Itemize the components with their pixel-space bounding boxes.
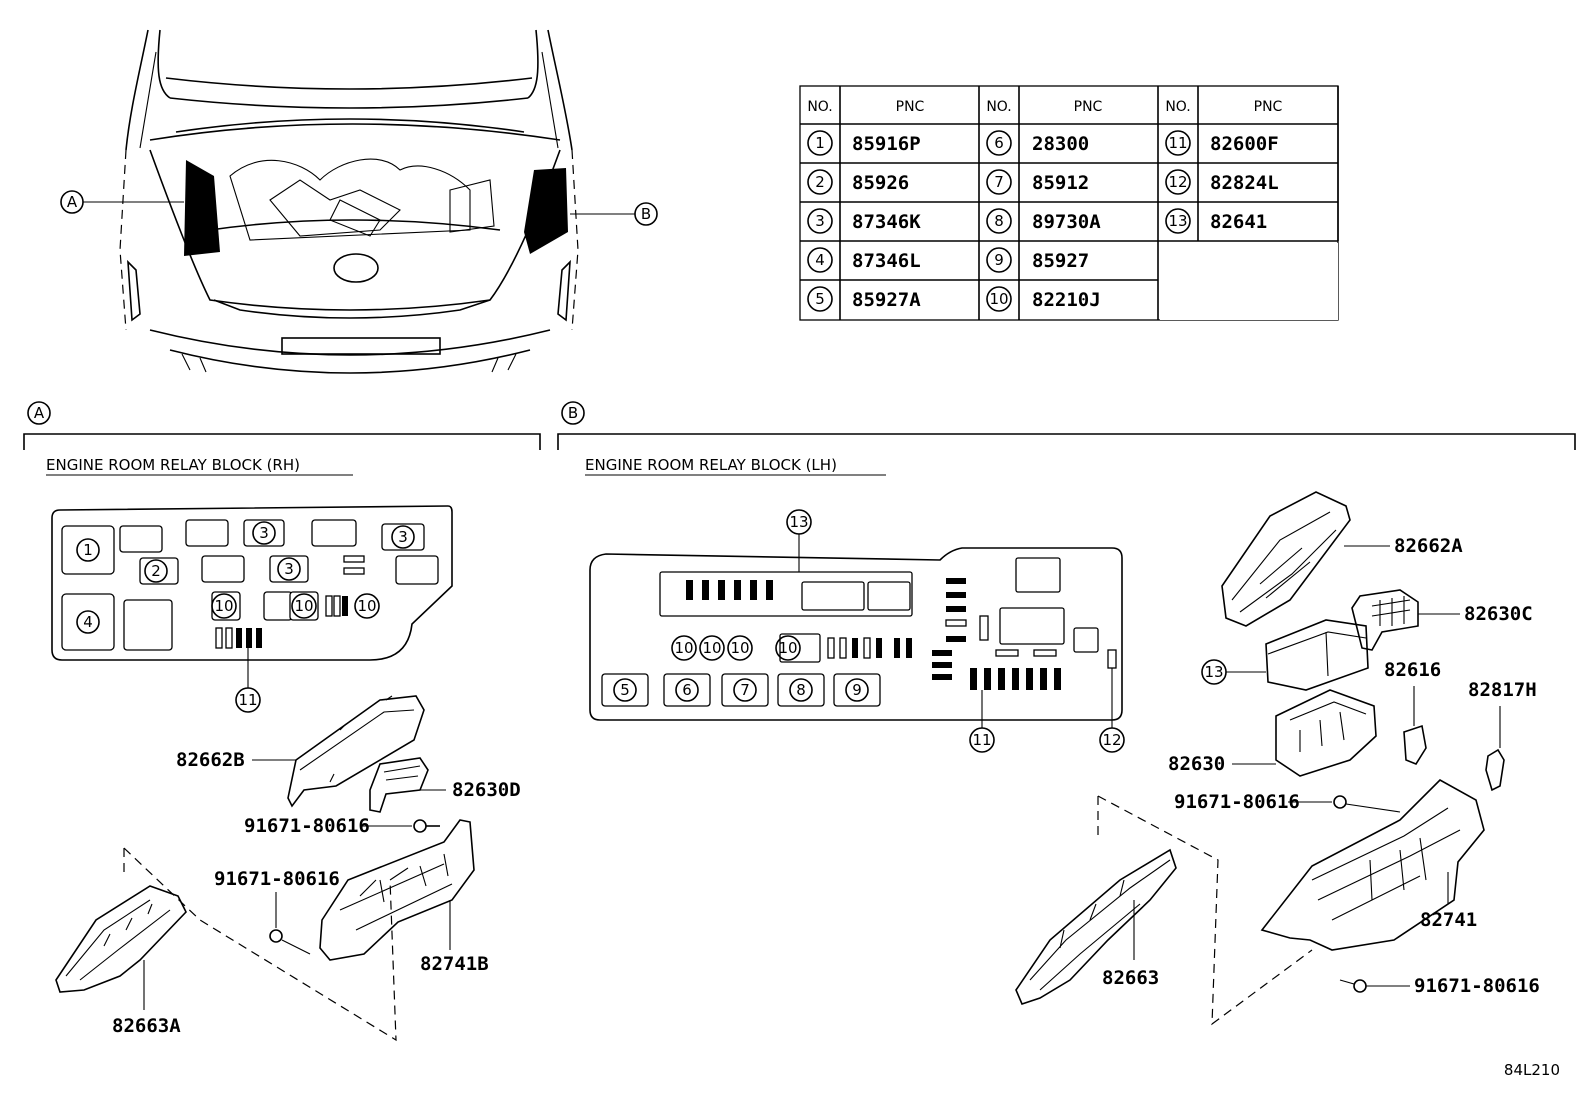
rh-marker-3b: 3 (284, 560, 294, 578)
table-no-1: 1 (815, 134, 825, 152)
table-no-2: 2 (815, 173, 825, 191)
lh-part-label-junction: 82630 (1168, 753, 1225, 775)
relay-block-rh: 1 4 2 3 3 3 10 10 10 11 (51, 505, 453, 713)
rh-marker-10b: 10 (294, 597, 313, 615)
section-a-letter: A (34, 404, 45, 422)
lh-part-label-clip: 82616 (1384, 659, 1441, 681)
figure-code: 84L210 (1504, 1061, 1560, 1079)
lh-marker-13: 13 (789, 513, 808, 531)
rh-marker-10c: 10 (357, 597, 376, 615)
table-pnc-8: 89730A (1032, 211, 1101, 233)
lh-part-label-clip-h: 82817H (1468, 679, 1537, 701)
table-pnc-1: 85916P (852, 133, 921, 155)
table-no-circle-4 (807, 247, 833, 273)
table-header-no-2: NO. (986, 99, 1011, 115)
table-pnc-3: 87346K (852, 211, 921, 233)
rh-part-label-bracket: 82630D (452, 779, 521, 801)
rh-marker-3c: 3 (398, 528, 408, 546)
table-header-pnc-1: PNC (896, 99, 925, 115)
table-no-circle-5 (807, 286, 833, 312)
table-no-3: 3 (815, 212, 825, 230)
lh-marker-11: 11 (972, 731, 991, 749)
section-brackets: A ENGINE ROOM RELAY BLOCK (RH) B ENGINE … (23, 401, 1576, 476)
lh-marker-10d: 10 (778, 639, 797, 657)
lh-marker-9: 9 (852, 681, 862, 699)
table-no-circle-9 (986, 247, 1012, 273)
lh-marker-10b: 10 (702, 639, 721, 657)
table-pnc-13: 82641 (1210, 211, 1267, 233)
table-no-circle-1 (807, 130, 833, 156)
table-no-13: 13 (1168, 212, 1187, 230)
table-pnc-5: 85927A (852, 289, 921, 311)
lh-part-label-bolt-lower: 91671-80616 (1414, 975, 1540, 997)
table-no-4: 4 (815, 251, 825, 269)
lh-marker-10a: 10 (674, 639, 693, 657)
lh-marker-12: 12 (1102, 731, 1121, 749)
table-no-10: 10 (989, 290, 1008, 308)
table-header-pnc-2: PNC (1074, 99, 1103, 115)
rh-part-label-box: 82741B (420, 953, 489, 975)
table-no-circle-8 (986, 208, 1012, 234)
parts-group-rh: 82662B 82630D 91671-80616 91671-80616 82… (55, 695, 521, 1042)
table-pnc-12: 82824L (1210, 172, 1279, 194)
table-header-pnc-3: PNC (1254, 99, 1283, 115)
table-no-11: 11 (1168, 134, 1187, 152)
lh-marker-13b: 13 (1204, 663, 1223, 681)
rh-part-label-cover: 82662B (176, 749, 245, 771)
table-pnc-6: 28300 (1032, 133, 1089, 155)
rh-part-label-lower-cover: 82663A (112, 1015, 181, 1037)
table-no-circle-11 (1165, 130, 1191, 156)
section-b-letter: B (568, 404, 578, 422)
lh-marker-10c: 10 (730, 639, 749, 657)
lh-part-label-bolt-upper: 91671-80616 (1174, 791, 1300, 813)
lh-part-label-lower-cover: 82663 (1102, 967, 1159, 989)
lh-marker-6: 6 (682, 681, 692, 699)
relay-block-lh: 5 6 7 8 9 10 10 10 10 13 11 12 (589, 509, 1125, 753)
lh-part-label-bracket: 82630C (1464, 603, 1533, 625)
rh-marker-1: 1 (83, 541, 93, 559)
car-front-illustration: A B (60, 29, 658, 374)
table-pnc-4: 87346L (852, 250, 921, 272)
rh-marker-3a: 3 (259, 524, 269, 542)
table-header-no-1: NO. (807, 99, 832, 115)
lh-marker-8: 8 (796, 681, 806, 699)
rh-marker-2: 2 (151, 562, 161, 580)
table-no-circle-2 (807, 169, 833, 195)
table-no-circle-13 (1165, 208, 1191, 234)
table-pnc-2: 85926 (852, 172, 909, 194)
table-pnc-10: 82210J (1032, 289, 1101, 311)
table-header-no-3: NO. (1165, 99, 1190, 115)
section-a-title: ENGINE ROOM RELAY BLOCK (RH) (46, 456, 300, 474)
parts-group-lh: 82662A 82630C 13 82630 82616 82817H 9167… (1015, 491, 1540, 1026)
table-no-circle-12 (1165, 169, 1191, 195)
table-pnc-9: 85927 (1032, 250, 1089, 272)
table-no-circle-3 (807, 208, 833, 234)
lh-marker-5: 5 (620, 681, 630, 699)
table-no-circle-6 (986, 130, 1012, 156)
lh-part-label-cover: 82662A (1394, 535, 1463, 557)
table-pnc-11: 82600F (1210, 133, 1279, 155)
table-no-8: 8 (994, 212, 1004, 230)
rh-part-label-bolt-lower: 91671-80616 (214, 868, 340, 890)
rh-marker-11: 11 (238, 691, 257, 709)
table-no-circle-10 (986, 286, 1012, 312)
table-no-7: 7 (994, 173, 1004, 191)
table-no-5: 5 (815, 290, 825, 308)
rh-marker-10a: 10 (214, 597, 233, 615)
rh-marker-4: 4 (83, 613, 93, 631)
table-pnc-7: 85912 (1032, 172, 1089, 194)
lh-marker-7: 7 (740, 681, 750, 699)
section-b-title: ENGINE ROOM RELAY BLOCK (LH) (585, 456, 837, 474)
callout-b-letter: B (641, 205, 651, 223)
table-no-9: 9 (994, 251, 1004, 269)
rh-part-label-bolt-upper: 91671-80616 (244, 815, 370, 837)
callout-a-letter: A (67, 193, 78, 211)
lh-part-label-box: 82741 (1420, 909, 1477, 931)
table-no-6: 6 (994, 134, 1004, 152)
table-no-circle-7 (986, 169, 1012, 195)
table-no-12: 12 (1168, 173, 1187, 191)
